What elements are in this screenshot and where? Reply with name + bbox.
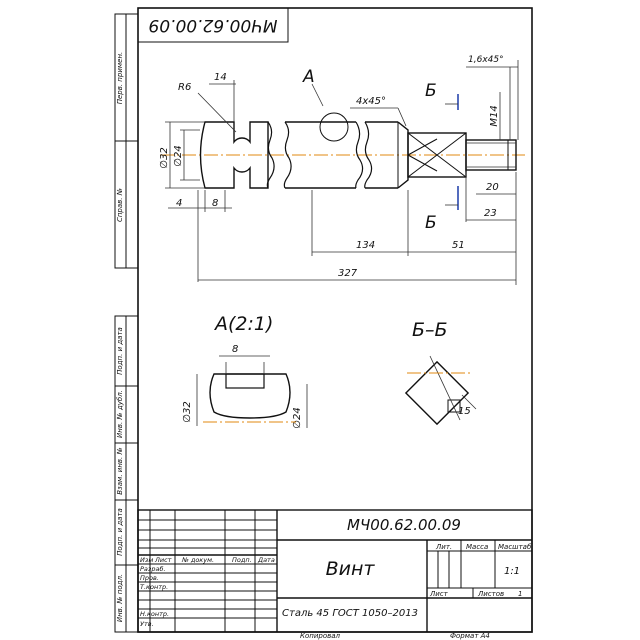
left-stamp-upper: Перв. примен. Справ. № (114, 13, 139, 269)
tb-row-tcontrol: Т.контр. (140, 583, 168, 591)
main-view: А Б Б R6 14 ∅32 ∅24 4 8 4x45° (159, 55, 525, 285)
tb-scale-value: 1:1 (504, 566, 520, 577)
view-a-marker: А (302, 67, 315, 87)
va-dim-d32: ∅32 (182, 401, 193, 422)
dim-327: 327 (338, 268, 358, 279)
view-a-detail: А(2:1) 8 ∅32 ∅24 (182, 313, 308, 429)
format-label: Формат А4 (450, 632, 490, 640)
dim-r6: R6 (178, 82, 191, 93)
left-stamp-lower: Подп. и дата Инв. № дубл. Взам. инв. № П… (114, 315, 139, 633)
tb-mass: Масса (466, 543, 488, 551)
section-b-marker-top: Б (425, 81, 437, 101)
section-b-dim-15: 15 (458, 406, 471, 417)
dim-20: 20 (486, 182, 499, 193)
section-b-title: Б–Б (412, 319, 448, 341)
dim-4: 4 (176, 198, 182, 209)
dim-chamfer-4x45: 4x45° (356, 96, 386, 107)
title-block: Изм Лист № докум. Подп. Дата Разраб. Про… (137, 509, 533, 633)
dim-d32: ∅32 (159, 147, 170, 168)
dim-14: 14 (214, 72, 227, 83)
sprav-label: Справ. № (116, 188, 124, 222)
tb-row-check: Пров. (140, 574, 159, 582)
designation-rotated: МЧ00.62.00.09 (148, 15, 277, 35)
tb-lit: Лит. (435, 543, 452, 551)
copied-label: Копировал (300, 632, 341, 640)
inv-dubl-label: Инв. № дубл. (116, 390, 124, 438)
dim-chamfer-16x45: 1,6x45° (468, 55, 504, 65)
tb-col-sign: Подп. (232, 556, 252, 564)
tb-sheets-label: Листов (477, 590, 504, 598)
tb-row-ncontrol: Н.контр. (140, 610, 169, 618)
tb-designation: МЧ00.62.00.09 (347, 516, 461, 534)
dim-8: 8 (212, 198, 218, 209)
va-dim-8: 8 (232, 344, 238, 355)
tb-sheet-label: Лист (429, 590, 449, 598)
va-dim-d24: ∅24 (292, 407, 303, 428)
dim-51: 51 (452, 240, 465, 251)
dim-m14: M14 (489, 105, 500, 126)
podp-data-label-1: Подп. и дата (116, 327, 124, 375)
tb-sheets-value: 1 (518, 590, 522, 598)
podp-data-label-2: Подп. и дата (116, 508, 124, 556)
section-b-view: Б–Б 15 (404, 319, 477, 426)
dim-d24: ∅24 (173, 145, 184, 166)
dim-134: 134 (356, 240, 375, 251)
tb-material: Сталь 45 ГОСТ 1050–2013 (282, 608, 418, 619)
view-a-title: А(2:1) (213, 313, 273, 335)
tb-col-sheet: Лист (154, 556, 172, 564)
tb-col-date: Дата (257, 556, 275, 564)
view-a-circle (319, 112, 349, 142)
tb-scale: Масштаб (498, 543, 532, 551)
dim-23: 23 (484, 208, 497, 219)
section-b-marker-bottom: Б (425, 213, 437, 233)
vzam-inv-label: Взам. инв. № (116, 447, 124, 495)
tb-row-approved: Утв. (140, 620, 154, 628)
tb-col-doc: № докум. (181, 556, 214, 564)
tb-row-dev: Разраб. (140, 565, 166, 573)
perv-primen-label: Перв. примен. (116, 52, 124, 105)
drawing-frame (137, 7, 533, 633)
tb-col-change: Изм (140, 556, 153, 564)
tb-part-name: Винт (326, 558, 376, 580)
inv-podl-label: Инв. № подл. (116, 574, 124, 622)
